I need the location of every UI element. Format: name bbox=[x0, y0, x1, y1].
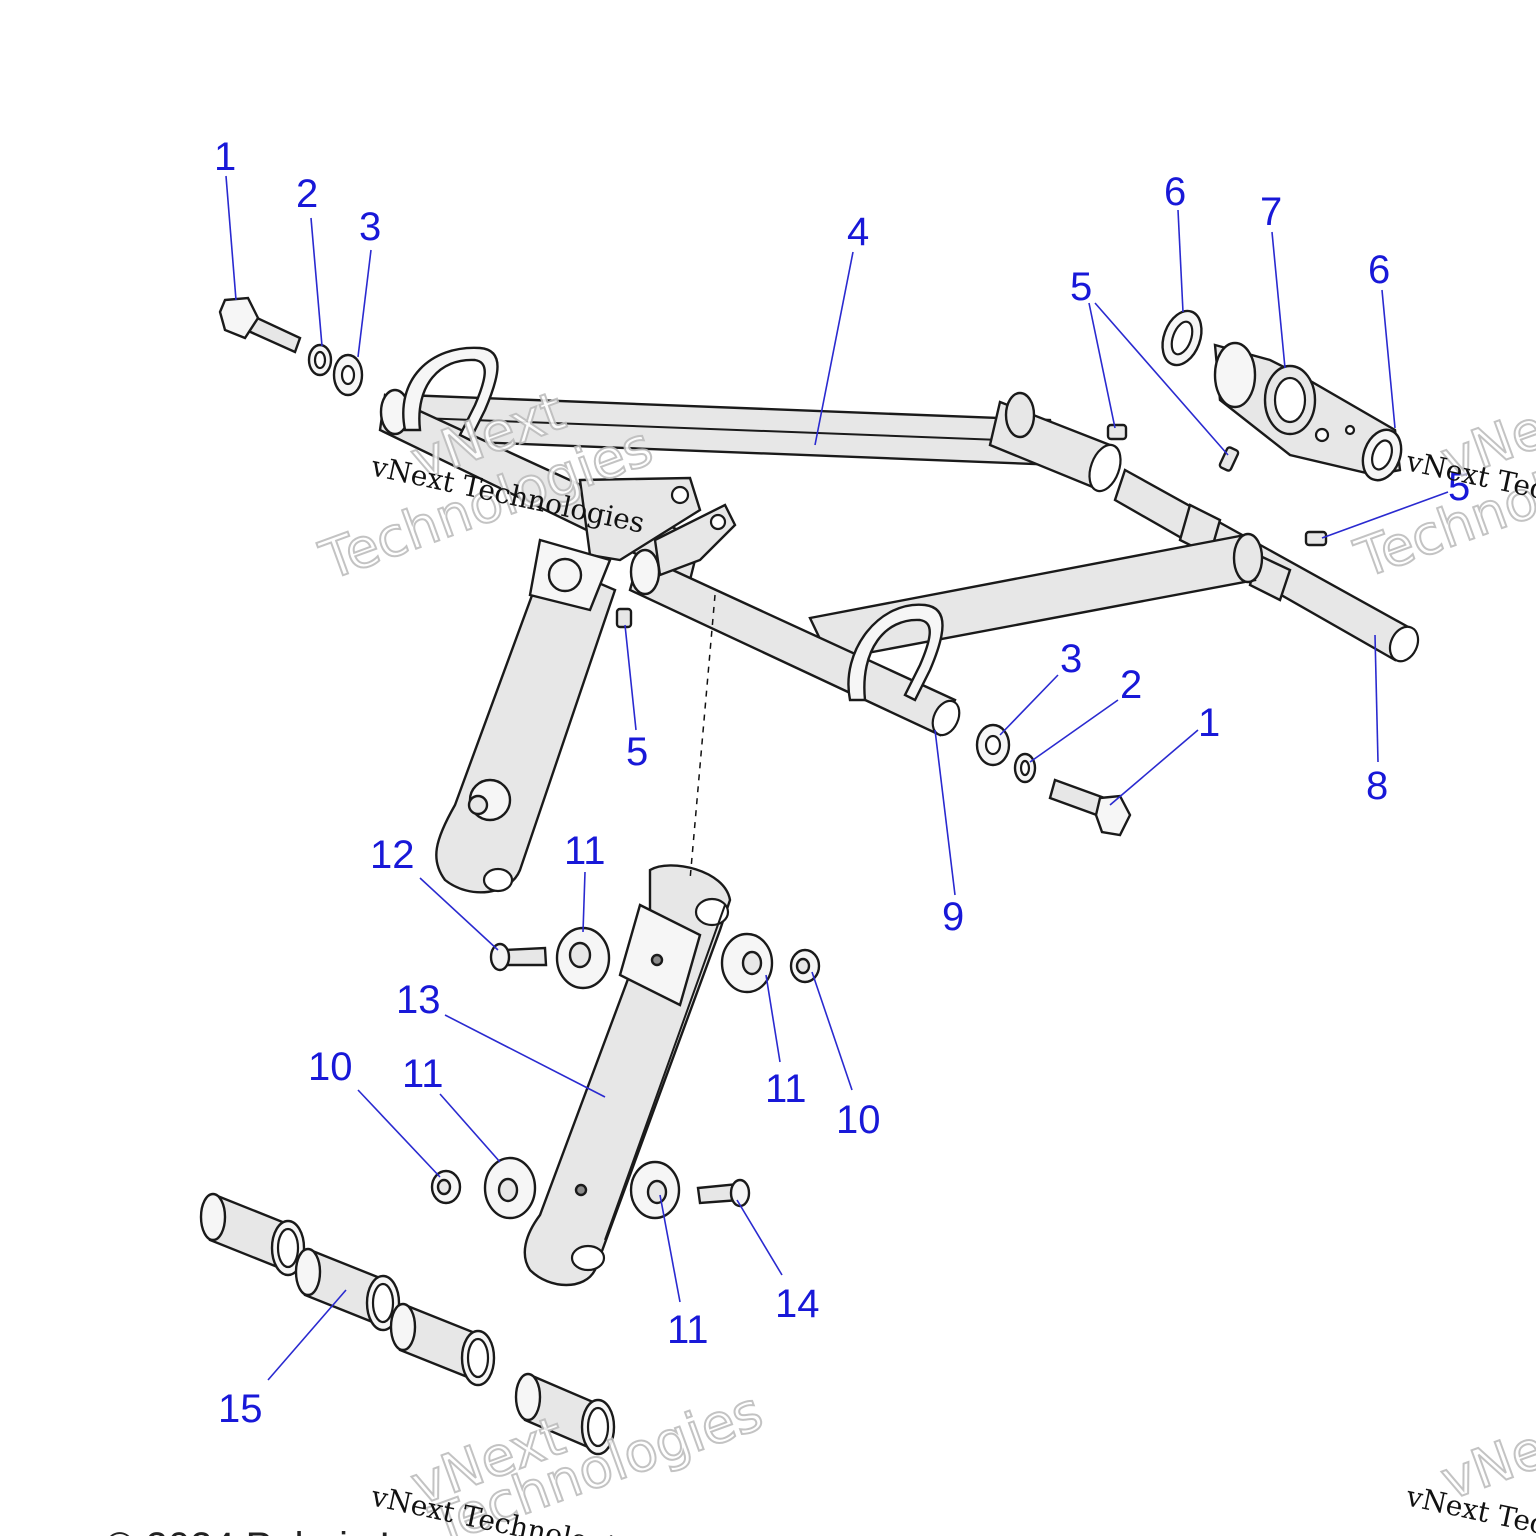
bushings-15 bbox=[199, 1192, 616, 1456]
callout-13: 13 bbox=[396, 978, 441, 1022]
callout-14: 14 bbox=[775, 1282, 820, 1326]
callout-7: 7 bbox=[1260, 190, 1282, 234]
callout-5: 5 bbox=[626, 730, 648, 774]
callout-10: 10 bbox=[308, 1045, 353, 1089]
callout-10: 10 bbox=[836, 1098, 881, 1142]
pivot-bracket-assembly bbox=[1161, 309, 1403, 482]
link-13 bbox=[523, 594, 732, 1287]
callout-3: 3 bbox=[359, 205, 381, 249]
callout-11: 11 bbox=[564, 829, 606, 873]
leader-lines bbox=[225, 175, 1449, 1381]
link-hardware bbox=[430, 926, 821, 1220]
callout-2: 2 bbox=[1120, 663, 1142, 707]
callout-9: 9 bbox=[942, 895, 964, 939]
callout-5: 5 bbox=[1448, 465, 1470, 509]
upper-left-hardware bbox=[218, 296, 364, 397]
callout-numbers: 1 2 3 4 5 6 7 6 5 5 3 2 1 8 9 12 11 13 1… bbox=[214, 135, 1470, 1431]
callout-1: 1 bbox=[1198, 701, 1220, 745]
callout-15: 15 bbox=[218, 1387, 263, 1431]
callout-3: 3 bbox=[1060, 637, 1082, 681]
callout-11: 11 bbox=[765, 1067, 807, 1111]
callout-8: 8 bbox=[1366, 764, 1388, 808]
callout-1: 1 bbox=[214, 135, 236, 179]
a-arm-assembly bbox=[378, 346, 1420, 737]
callout-12: 12 bbox=[370, 833, 415, 877]
right-hardware bbox=[975, 723, 1132, 837]
callout-6: 6 bbox=[1164, 170, 1186, 214]
callout-5: 5 bbox=[1070, 265, 1092, 309]
left-link-arm bbox=[435, 538, 617, 894]
callout-11: 11 bbox=[402, 1052, 444, 1096]
grease-fitting bbox=[615, 423, 1328, 629]
callout-4: 4 bbox=[847, 210, 869, 254]
callout-11: 11 bbox=[667, 1308, 709, 1352]
callout-6: 6 bbox=[1368, 248, 1390, 292]
callout-2: 2 bbox=[296, 172, 318, 216]
copyright-text: © 2024 Polaris Inc. bbox=[105, 1525, 444, 1536]
